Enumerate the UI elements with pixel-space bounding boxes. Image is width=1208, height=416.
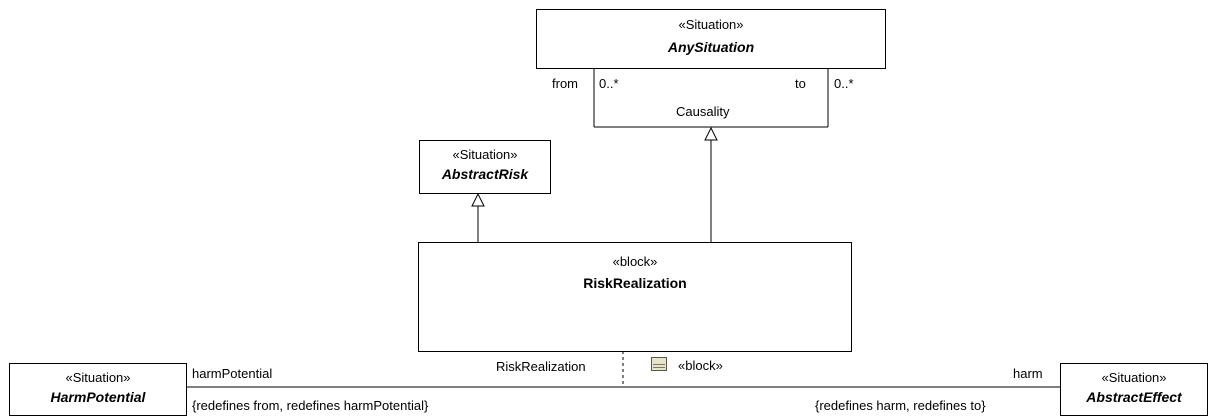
any-situation-name: AnySituation [667,39,755,55]
causality-name: Causality [676,104,730,119]
association-right-constraint: {redefines harm, redefines to} [815,398,986,413]
association-left-constraint: {redefines from, redefines harmPotential… [192,398,429,413]
abstract-risk-stereotype: «Situation» [452,147,518,162]
abstract-effect-block[interactable]: «Situation» AbstractEffect [1060,363,1208,416]
association-class-label: RiskRealization [496,359,586,374]
harm-potential-block[interactable]: «Situation» HarmPotential [9,363,187,416]
generalization-arrow-risk [471,192,485,207]
any-situation-block[interactable]: «Situation» AnySituation [536,9,886,69]
risk-realization-block[interactable]: «block» RiskRealization [418,242,852,352]
block-icon [651,357,667,371]
causality-from-role: from [552,76,578,91]
any-situation-stereotype: «Situation» [678,17,744,32]
risk-realization-stereotype: «block» [612,254,658,269]
association-left-role: harmPotential [192,366,273,381]
association-right-role: harm [1013,366,1043,381]
association-class-stereotype: «block» [678,358,723,373]
causality-to-role: to [795,76,806,91]
generalization-arrow-causality [704,126,718,141]
abstract-risk-block[interactable]: «Situation» AbstractRisk [419,140,551,194]
harm-potential-name: HarmPotential [50,389,146,405]
abstract-effect-stereotype: «Situation» [1101,370,1167,385]
abstract-effect-name: AbstractEffect [1086,389,1182,405]
abstract-risk-name: AbstractRisk [441,166,529,182]
causality-from-multiplicity: 0..* [599,76,619,91]
harm-potential-stereotype: «Situation» [65,370,131,385]
causality-to-multiplicity: 0..* [834,76,854,91]
risk-realization-name: RiskRealization [583,275,687,291]
